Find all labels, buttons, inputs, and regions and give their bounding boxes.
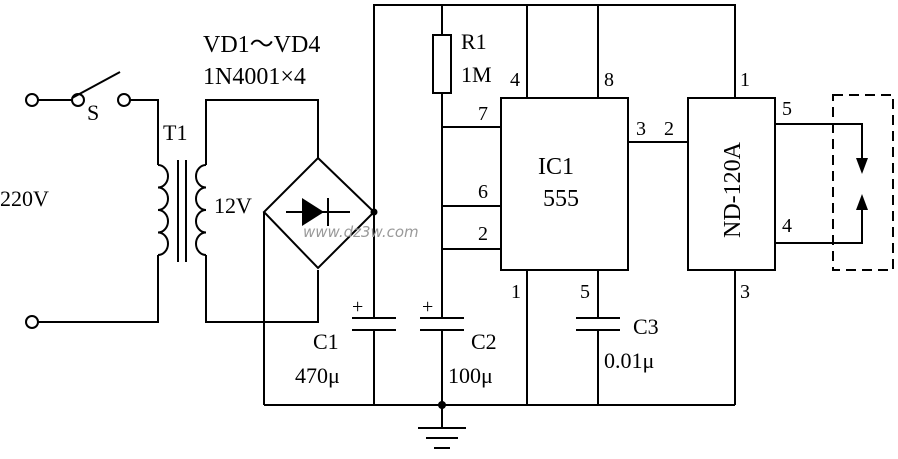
ic1-pin7-label: 7 xyxy=(478,103,488,125)
input-terminal-top xyxy=(25,93,39,107)
ic1-pin2-label: 2 xyxy=(478,223,488,245)
capacitor-c1 xyxy=(352,317,396,331)
module-part-label: ND-120A xyxy=(720,141,746,238)
wire-secondary-top xyxy=(205,99,319,165)
c3-value-label: 0.01μ xyxy=(604,348,654,373)
mains-voltage-label: 220V xyxy=(0,186,49,211)
capacitor-c3 xyxy=(576,317,620,331)
module-pin1-label: 1 xyxy=(740,69,750,91)
module-pin5-label: 5 xyxy=(782,98,792,120)
ic1-pin5-label: 5 xyxy=(580,281,590,303)
wire-primary-bottom xyxy=(38,255,159,323)
switch-lever xyxy=(71,71,121,99)
module-pin4-label: 4 xyxy=(782,215,792,237)
arrow-down-icon xyxy=(856,158,868,174)
c2-value-label: 100μ xyxy=(448,363,493,388)
ic1-pin3-label: 3 xyxy=(636,118,646,140)
wire-positive-rail xyxy=(373,4,736,212)
transformer-t1 xyxy=(157,160,207,262)
input-terminal-bottom xyxy=(25,315,39,329)
c1-value-label: 470μ xyxy=(295,363,340,388)
c1-name-label: C1 xyxy=(313,329,339,354)
module-pin2-label: 2 xyxy=(664,118,674,140)
r1-value-label: 1M xyxy=(461,62,492,87)
arrow-up-icon xyxy=(856,194,868,210)
secondary-voltage-label: 12V xyxy=(214,193,252,218)
module-nd120a xyxy=(687,97,776,271)
rectifier-name-label: VD1～VD4 xyxy=(203,32,320,58)
c1-plus-sign: + xyxy=(352,296,363,318)
ground-symbol xyxy=(418,427,466,449)
switch-label: S xyxy=(87,100,99,125)
c2-plus-sign: + xyxy=(422,296,433,318)
junction-ground xyxy=(438,401,446,409)
r1-name-label: R1 xyxy=(461,29,487,54)
ic1-555-chip xyxy=(500,97,629,271)
ic1-pin4-label: 4 xyxy=(510,69,520,91)
wire-output-pin4 xyxy=(775,200,863,244)
wire-output-pin5 xyxy=(775,123,863,170)
c2-name-label: C2 xyxy=(471,329,497,354)
transformer-label: T1 xyxy=(163,120,187,145)
wire-secondary-bottom xyxy=(205,255,319,323)
ic1-pin1-label: 1 xyxy=(511,281,521,303)
capacitor-c2 xyxy=(420,317,464,331)
rectifier-part-label: 1N4001×4 xyxy=(203,64,306,90)
c3-name-label: C3 xyxy=(633,314,659,339)
module-pin3-label: 3 xyxy=(740,281,750,303)
bridge-rectifier xyxy=(262,156,376,270)
ic1-pin6-label: 6 xyxy=(478,181,488,203)
ic1-pin8-label: 8 xyxy=(604,69,614,91)
watermark: www.dz3w.com xyxy=(303,223,419,241)
ic1-part-label: 555 xyxy=(543,186,579,212)
wire-primary-top xyxy=(130,99,159,165)
dashed-load-box xyxy=(832,94,894,271)
switch-contact-right xyxy=(117,93,131,107)
ic1-name-label: IC1 xyxy=(538,154,574,180)
resistor-r1 xyxy=(432,34,452,94)
